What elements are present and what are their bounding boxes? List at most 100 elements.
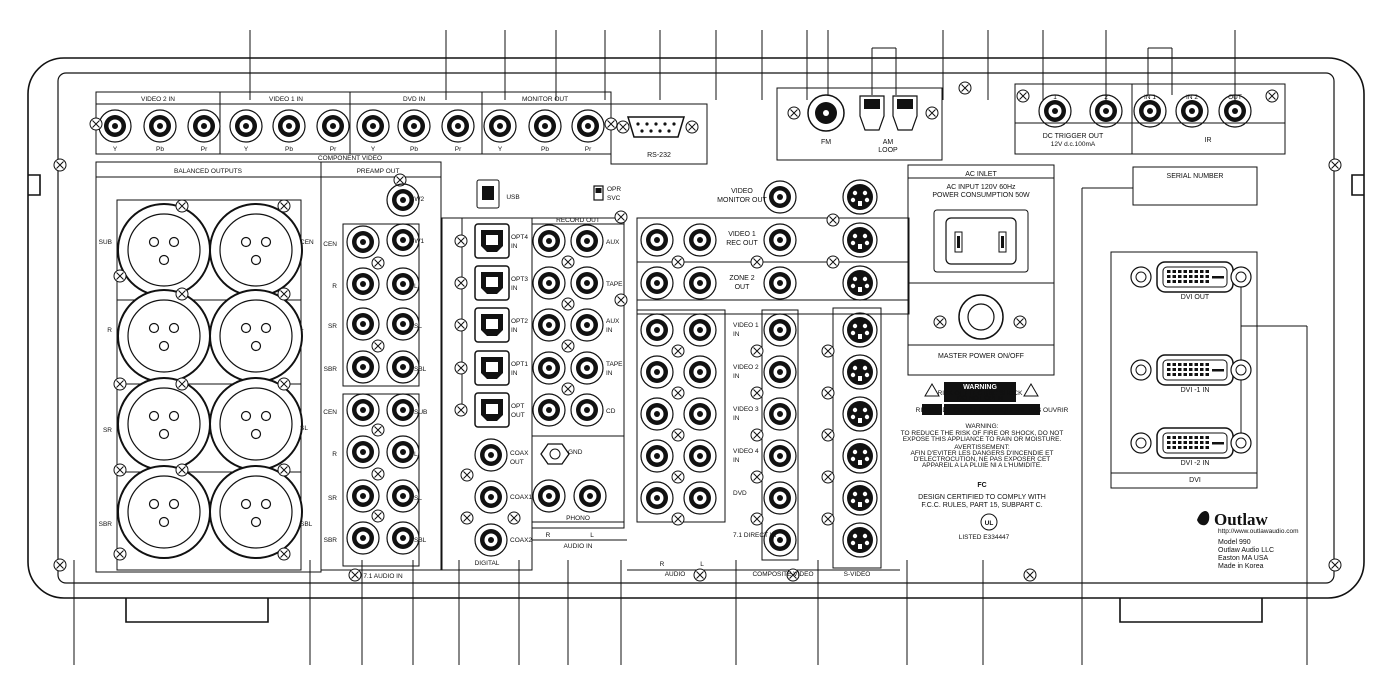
coax-label: OUT xyxy=(510,459,524,466)
composite-video-label: COMPOSITE VIDEO xyxy=(752,571,813,578)
rca-jack xyxy=(1218,94,1252,128)
rca-jack xyxy=(640,481,674,515)
screw-icon xyxy=(454,276,468,290)
rca-jack xyxy=(316,109,350,143)
callout-leader-lines xyxy=(73,30,1308,665)
rca-jack xyxy=(441,109,475,143)
dvi-thumbscrew-core xyxy=(1235,271,1247,283)
rca-jack xyxy=(346,479,380,513)
rca-jack xyxy=(683,481,717,515)
trigger-jack-label: 1 xyxy=(1053,94,1057,101)
group-box xyxy=(320,161,442,571)
xlr-connector xyxy=(209,203,303,297)
optical-label: OPT4 xyxy=(511,234,528,241)
audio-r-label: R xyxy=(660,561,665,568)
rca-jack xyxy=(187,109,221,143)
master-power-label: MASTER POWER ON/OFF xyxy=(938,353,1024,360)
audio-label: AUDIO xyxy=(665,571,686,578)
screw-icon xyxy=(371,509,385,523)
right-foot xyxy=(1119,598,1263,623)
record-row-label: TAPE xyxy=(606,361,623,368)
outlaw-logo: Outlaw xyxy=(1214,510,1269,529)
screw-icon xyxy=(277,463,291,477)
avertissement-text: D'ELECTROCUTION, NE PAS EXPOSER CET xyxy=(914,456,1051,463)
opr-switch-knob xyxy=(595,188,602,193)
rca-jack xyxy=(640,313,674,347)
warning-text: TO REDUCE THE RISK OF FIRE OR SHOCK, DO … xyxy=(901,430,1064,437)
rca-jack xyxy=(346,435,380,469)
screw-icon xyxy=(175,287,189,301)
audio-l-label: L xyxy=(590,532,594,539)
screw-icon xyxy=(925,106,939,120)
screw-icon xyxy=(113,269,127,283)
record-row-label: CD xyxy=(606,408,616,415)
component-video-label: COMPONENT VIDEO xyxy=(318,155,382,162)
pin xyxy=(649,129,653,133)
mid-row-label: ZONE 2 xyxy=(729,275,754,282)
rca-jack xyxy=(570,393,604,427)
screw-icon xyxy=(1328,158,1342,172)
screw-icon xyxy=(460,511,474,525)
balanced-right-label: SL xyxy=(300,425,308,432)
balanced-left-label: SUB xyxy=(99,239,112,246)
ul-logo xyxy=(980,513,998,531)
screw-icon xyxy=(1013,315,1027,329)
rca-jack xyxy=(571,109,605,143)
coax-label: COAX1 xyxy=(510,494,532,501)
rca-jack xyxy=(763,355,797,389)
optical-label: IN xyxy=(511,370,518,377)
screw-icon xyxy=(821,386,835,400)
preamp-right-label: SBL xyxy=(414,366,427,373)
record-row-label: IN xyxy=(606,327,613,334)
ul-listed: LISTED E334447 xyxy=(959,534,1010,541)
record-row-label: TAPE xyxy=(606,281,623,288)
screw-icon xyxy=(750,386,764,400)
balanced-left-label: R xyxy=(107,327,112,334)
pin xyxy=(640,129,644,133)
rca-jack xyxy=(640,439,674,473)
monitor-out-label: MONITOR OUT xyxy=(522,96,568,103)
screw-icon xyxy=(671,470,685,484)
screw-icon xyxy=(454,234,468,248)
screw-icon xyxy=(561,297,575,311)
gnd-screw xyxy=(549,448,561,460)
chassis-body xyxy=(27,57,1365,623)
video2-in-label: VIDEO 2 IN xyxy=(141,96,175,103)
component-jack-label: Y xyxy=(498,146,503,153)
screw-icon xyxy=(750,344,764,358)
avertissement-text: AFIN D'EVITER LES DANGERS D'INCENDIE ET xyxy=(911,450,1054,457)
rca-jack xyxy=(386,479,420,513)
warning-sub: RISK OF ELECTRIC SHOCK xyxy=(938,390,1024,397)
record-row-label: IN xyxy=(606,370,613,377)
coax-label: COAX xyxy=(510,450,529,457)
usb-label: USB xyxy=(506,194,519,201)
screw-icon xyxy=(604,117,618,131)
screw-icon xyxy=(371,467,385,481)
rca-jack xyxy=(573,479,607,513)
ir-label: IR xyxy=(1205,137,1212,144)
preamp-left-label: SBR xyxy=(324,366,338,373)
rca-jack xyxy=(386,350,420,384)
group-box xyxy=(761,309,799,561)
screw-icon xyxy=(821,344,835,358)
screw-icon xyxy=(821,470,835,484)
balanced-right-label: SBL xyxy=(300,521,313,528)
screw-icon xyxy=(1328,558,1342,572)
am-clip xyxy=(864,99,880,109)
screw-icon xyxy=(1265,89,1279,103)
fcc-logo: FC xyxy=(977,482,986,489)
rca-jack xyxy=(143,109,177,143)
optical-jack xyxy=(474,307,510,343)
pin xyxy=(658,129,662,133)
component-jack-label: Y xyxy=(244,146,249,153)
rca-jack xyxy=(683,397,717,431)
warning-sub: DO NOT OPEN xyxy=(957,395,1003,402)
optical-label: OUT xyxy=(511,412,525,419)
screw-icon xyxy=(507,511,521,525)
dvi-connector xyxy=(1156,261,1234,293)
screw-icon xyxy=(821,512,835,526)
preamp-right-label: L xyxy=(414,283,418,290)
mid-row-label: VIDEO xyxy=(731,188,753,195)
rca-jack xyxy=(386,307,420,341)
